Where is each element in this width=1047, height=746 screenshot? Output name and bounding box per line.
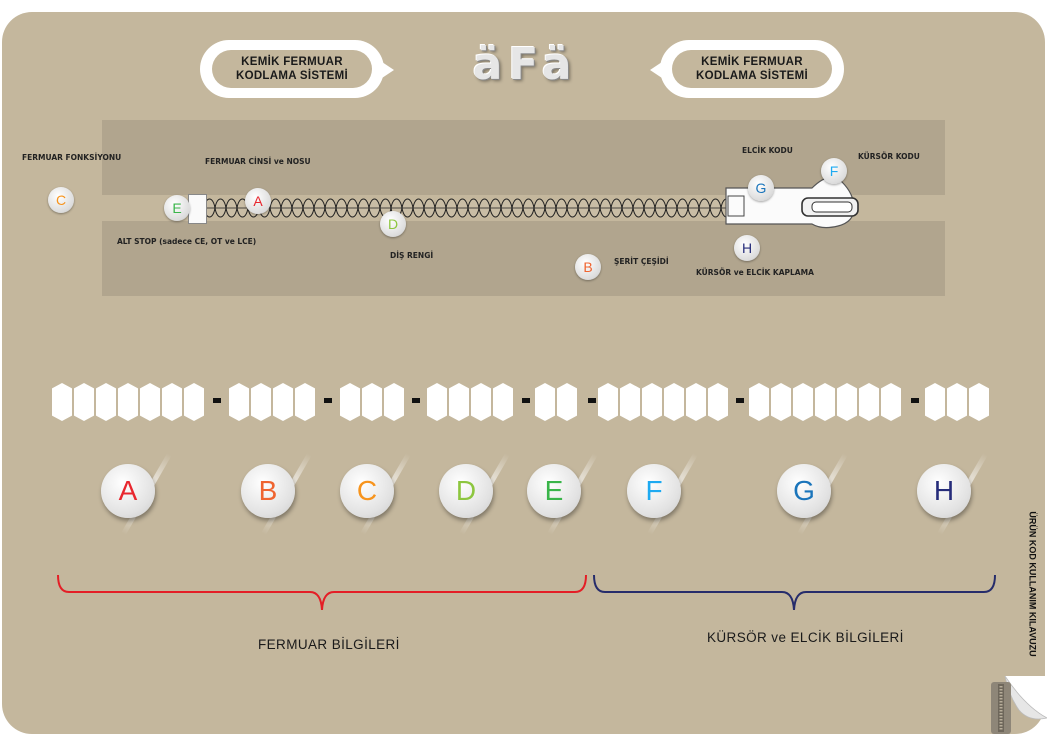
code-slot <box>925 383 945 421</box>
code-slot <box>362 383 382 421</box>
zipper-teeth <box>204 193 730 223</box>
code-slot <box>620 383 640 421</box>
label-serit-cesidi: ŞERİT ÇEŞİDİ <box>614 257 669 266</box>
marker-c: C <box>48 187 74 213</box>
code-slot <box>251 383 271 421</box>
marker-e: E <box>164 195 190 221</box>
caption-kursor-bilgileri: KÜRSÖR ve ELCİK BİLGİLERİ <box>707 630 904 645</box>
code-separator <box>522 398 530 403</box>
label-alt-stop: ALT STOP (sadece CE, OT ve LCE) <box>117 237 257 246</box>
code-slot <box>273 383 293 421</box>
tape-band-bottom <box>102 221 945 296</box>
code-slot <box>664 383 684 421</box>
tape-band-top <box>102 120 945 195</box>
code-separator <box>412 398 420 403</box>
code-slot <box>815 383 835 421</box>
code-circle-e: E <box>527 464 581 518</box>
code-separator <box>736 398 744 403</box>
code-slots-b <box>229 383 315 421</box>
header-bubble-right: KEMİK FERMUAR KODLAMA SİSTEMİ <box>660 40 844 98</box>
code-slot <box>340 383 360 421</box>
code-slot <box>859 383 879 421</box>
code-slots-a <box>52 383 204 421</box>
marker-d: D <box>380 211 406 237</box>
code-slot <box>686 383 706 421</box>
code-circle-d: D <box>439 464 493 518</box>
code-slot <box>793 383 813 421</box>
code-slot <box>771 383 791 421</box>
header-bubble-right-inner: KEMİK FERMUAR KODLAMA SİSTEMİ <box>672 50 832 88</box>
code-separator <box>911 398 919 403</box>
code-slot <box>427 383 447 421</box>
code-circle-c: C <box>340 464 394 518</box>
header-left-line2: KODLAMA SİSTEMİ <box>235 70 349 82</box>
brand-logo: äFä <box>472 38 578 90</box>
label-kursor-kodu: KÜRSÖR KODU <box>858 152 920 161</box>
code-slot <box>708 383 728 421</box>
code-circle-h: H <box>917 464 971 518</box>
bubble-left-tail <box>382 62 394 78</box>
header-bubble-left-inner: KEMİK FERMUAR KODLAMA SİSTEMİ <box>212 50 372 88</box>
code-slot <box>140 383 160 421</box>
code-slot <box>493 383 513 421</box>
code-separator <box>324 398 332 403</box>
marker-f: F <box>821 158 847 184</box>
code-separator <box>213 398 221 403</box>
code-circle-f: F <box>627 464 681 518</box>
side-title: ÜRÜN KOD KULLANIM KILAVUZU <box>1024 500 1042 668</box>
code-slots-c <box>340 383 404 421</box>
code-slots-f <box>598 383 728 421</box>
code-slot <box>384 383 404 421</box>
code-slot <box>295 383 315 421</box>
marker-g: G <box>748 175 774 201</box>
code-circle-b: B <box>241 464 295 518</box>
code-circle-a: A <box>101 464 155 518</box>
code-slot <box>184 383 204 421</box>
code-slot <box>837 383 857 421</box>
code-slot <box>535 383 555 421</box>
code-slot <box>471 383 491 421</box>
label-dis-rengi: DİŞ RENGİ <box>390 251 434 260</box>
code-slot <box>229 383 249 421</box>
code-slots-h <box>925 383 989 421</box>
label-fermuar-cinsi: FERMUAR CİNSİ ve NOSU <box>205 157 311 166</box>
code-slot <box>598 383 618 421</box>
code-slots-g <box>749 383 901 421</box>
code-slot <box>642 383 662 421</box>
code-slot <box>881 383 901 421</box>
label-elcik-kodu: ELCİK KODU <box>742 146 793 155</box>
code-slot <box>749 383 769 421</box>
header-right-line1: KEMİK FERMUAR <box>701 56 803 68</box>
bottom-stop <box>188 194 207 224</box>
code-slots-d <box>427 383 513 421</box>
code-slot <box>74 383 94 421</box>
code-separator <box>588 398 596 403</box>
code-slot <box>162 383 182 421</box>
label-fermuar-fonksiyonu: FERMUAR FONKSİYONU <box>22 153 122 162</box>
marker-b: B <box>575 254 601 280</box>
page-curl-zipper-icon <box>991 676 1047 734</box>
code-slot <box>96 383 116 421</box>
header-right-line2: KODLAMA SİSTEMİ <box>695 70 809 82</box>
code-slot <box>947 383 967 421</box>
bubble-right-tail <box>650 62 662 78</box>
code-slot <box>52 383 72 421</box>
marker-a: A <box>245 188 271 214</box>
code-slot <box>118 383 138 421</box>
header-left-line1: KEMİK FERMUAR <box>241 56 343 68</box>
code-slot <box>969 383 989 421</box>
code-slots-e <box>535 383 577 421</box>
zipper-slider <box>725 176 859 229</box>
code-slot <box>557 383 577 421</box>
code-circle-g: G <box>777 464 831 518</box>
bracket-fermuar <box>57 574 587 611</box>
side-title-text: ÜRÜN KOD KULLANIM KILAVUZU <box>1028 511 1039 657</box>
marker-h: H <box>734 235 760 261</box>
code-slot <box>449 383 469 421</box>
label-kaplama: KÜRSÖR ve ELCİK KAPLAMA <box>696 268 814 277</box>
header-bubble-left: KEMİK FERMUAR KODLAMA SİSTEMİ <box>200 40 384 98</box>
caption-fermuar-bilgileri: FERMUAR BİLGİLERİ <box>258 637 400 652</box>
bracket-kursor <box>593 574 996 611</box>
